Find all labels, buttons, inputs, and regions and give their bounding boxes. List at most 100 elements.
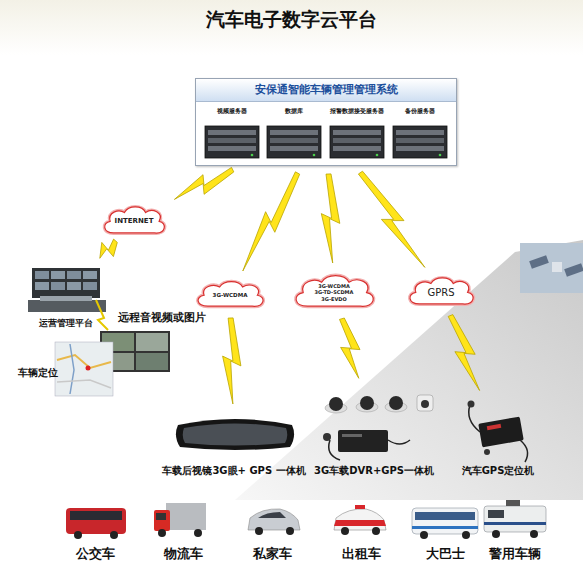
decor-rect	[166, 503, 206, 530]
rack-slot	[333, 138, 381, 143]
vehicle-label: 物流车	[164, 546, 203, 563]
decor-rect	[154, 510, 170, 531]
server-rack	[204, 125, 260, 159]
decor-polyline	[70, 344, 74, 394]
node-text: 3G车载DVR+GPS一体机	[312, 464, 436, 478]
decor-rect	[552, 262, 562, 272]
rack-slot	[333, 146, 381, 151]
caption-label: 远程音视频或图片	[118, 311, 206, 325]
decor-rect	[355, 505, 365, 509]
system-box: 安保通智能车辆管理管理系统视频服务器数据库报警数据接受服务器备份服务器	[195, 78, 457, 166]
monitor-wall-picture	[28, 268, 106, 312]
decor-rect	[67, 271, 81, 279]
decor-polyline	[57, 380, 111, 388]
network-cloud: GPRS	[405, 274, 477, 308]
rack-slot	[396, 138, 444, 143]
decor-rect	[342, 434, 362, 437]
node-text: 备份服务器	[392, 107, 448, 115]
node-text: 3G-TD-SCDMA	[315, 289, 354, 296]
decor-circle	[530, 530, 538, 538]
network-cloud: INTERNET	[100, 203, 168, 237]
map-picture	[55, 342, 113, 396]
decor-rect	[520, 243, 583, 293]
lightning-connector	[243, 172, 300, 271]
decor-circle	[86, 366, 91, 371]
node-text: 3G-WCDMA	[318, 283, 350, 290]
node-text: 3G-EVDO	[321, 296, 346, 303]
vehicle-label: 公交车	[76, 546, 115, 563]
device-box: 汽车GPS定位机	[436, 398, 560, 478]
cloud-glow	[410, 278, 473, 304]
caption-label: 车辆定位	[18, 366, 58, 380]
server-unit: 数据库	[266, 107, 322, 159]
decor-circle	[323, 433, 331, 441]
decor-rect	[478, 417, 524, 448]
network-cloud: 3G-WCDMA	[193, 278, 267, 310]
decor-rect	[484, 506, 546, 532]
rack-slot	[270, 138, 318, 143]
taxi-picture	[334, 505, 386, 535]
server-rack	[266, 125, 322, 159]
decor-rect	[35, 271, 49, 279]
decor-path	[176, 419, 294, 450]
lightning-connector	[223, 318, 241, 404]
device-box: 车载后视镜3G眼+ GPS 一体机	[140, 412, 328, 478]
rack-led	[376, 154, 379, 157]
decor-circle	[360, 396, 374, 410]
decor-path	[329, 440, 340, 460]
decor-circle	[372, 527, 380, 535]
decor-circle	[341, 527, 349, 535]
cloud-shape	[296, 276, 373, 307]
decor-circle	[484, 449, 490, 455]
network-cloud: 3G-WCDMA3G-TD-SCDMA3G-EVDO	[290, 271, 378, 311]
rack-slot	[396, 130, 444, 135]
lightning-connector	[358, 171, 425, 267]
decor-rect	[83, 282, 97, 290]
node-text: 运营管理平台	[20, 318, 112, 330]
decor-rect	[156, 513, 166, 520]
satellite-picture	[520, 243, 583, 293]
vehicle-label: 大巴士	[426, 546, 465, 563]
decor-rect	[67, 282, 81, 290]
decor-rect	[415, 512, 475, 520]
decor-rect	[488, 510, 504, 518]
rack-slot	[270, 146, 318, 151]
decor-rect	[412, 508, 478, 534]
decor-circle	[329, 397, 343, 411]
decor-circle	[158, 529, 166, 537]
coach-picture	[412, 508, 478, 539]
car-picture	[248, 509, 300, 535]
decor-rect	[338, 430, 388, 452]
node-text: 车载后视镜3G眼+ GPS 一体机	[140, 464, 328, 478]
rack-body	[330, 126, 384, 158]
cloud-shape	[105, 207, 165, 233]
decor-rect	[564, 263, 583, 277]
decor-path	[258, 512, 286, 518]
rack-body	[205, 126, 259, 158]
cloud-shape	[410, 278, 473, 304]
decor-path	[334, 520, 386, 526]
truck-picture	[154, 503, 206, 537]
decor-polyline	[57, 355, 111, 368]
decor-circle	[421, 400, 429, 408]
decor-rect	[484, 522, 546, 525]
decor-rect	[51, 282, 65, 290]
server-unit: 视频服务器	[204, 107, 260, 159]
bus-picture	[66, 508, 126, 539]
system-heading: 安保通智能车辆管理管理系统	[196, 79, 456, 102]
decor-circle	[420, 531, 428, 539]
decor-rect	[136, 333, 168, 351]
rack-body	[267, 126, 321, 158]
vehicle-label: 警用车辆	[489, 546, 541, 563]
decor-rect	[412, 526, 478, 529]
decor-path	[334, 509, 386, 530]
decor-rect	[529, 255, 549, 269]
decor-circle	[492, 530, 500, 538]
decor-path	[520, 440, 528, 462]
decor-path	[388, 440, 410, 444]
server-unit: 备份服务器	[392, 107, 448, 159]
server-rack	[329, 125, 385, 159]
lightning-connector	[174, 167, 233, 199]
decor-circle	[286, 527, 294, 535]
